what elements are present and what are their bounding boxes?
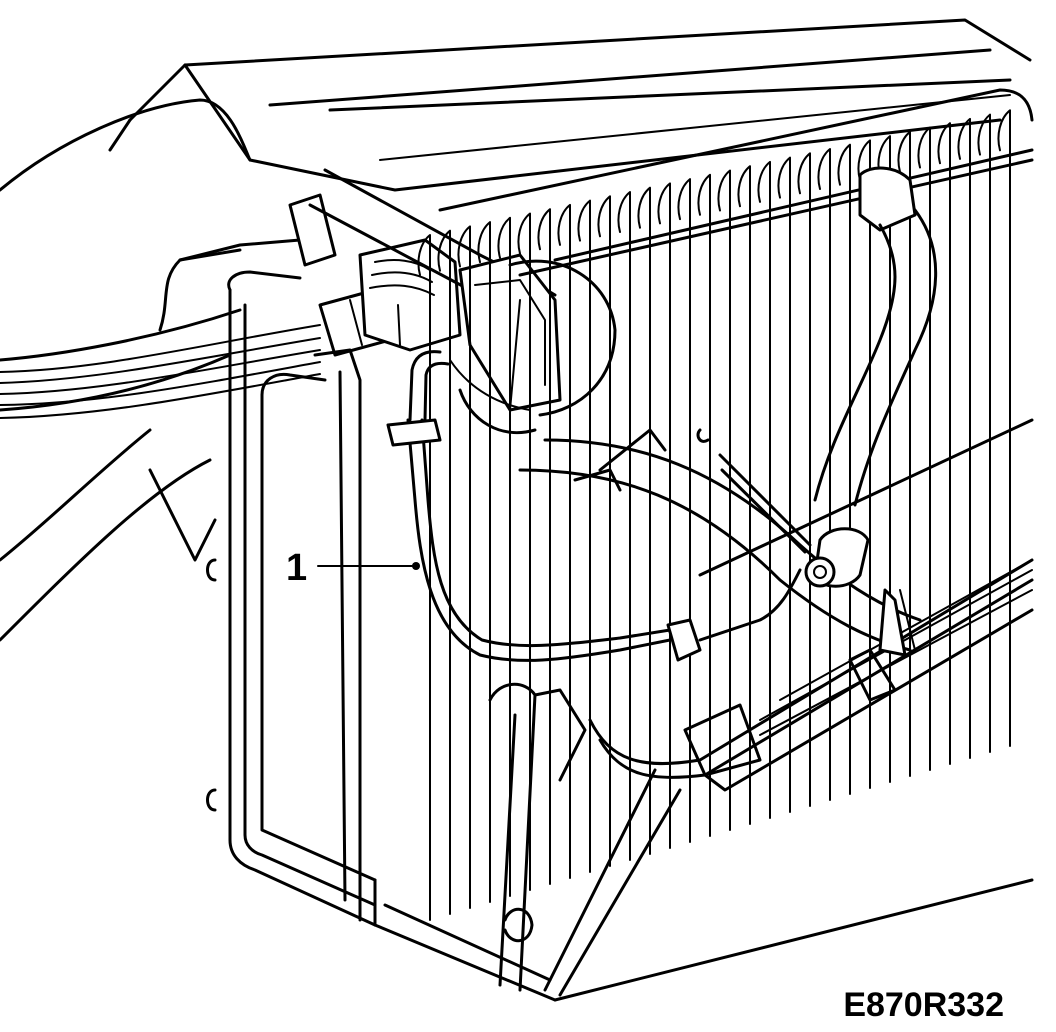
core-fin <box>597 195 611 867</box>
sensor-fitting <box>573 418 1034 588</box>
housing-frame <box>206 270 377 927</box>
core-fin <box>477 221 491 903</box>
core-fin <box>937 122 951 765</box>
core-fin <box>697 173 711 837</box>
core-fin <box>677 178 691 843</box>
core-fin <box>437 229 451 915</box>
core-fin <box>497 216 511 897</box>
round-duct <box>449 259 617 435</box>
core-fin <box>617 191 631 861</box>
core-fin <box>977 113 991 753</box>
refrigerant-pipe <box>518 166 938 657</box>
core-fin <box>637 186 651 855</box>
core-fin <box>737 165 751 825</box>
core-fin <box>657 182 671 849</box>
core-fin <box>897 130 911 777</box>
evaporator-core <box>373 88 1034 1002</box>
core-fin <box>557 203 571 879</box>
core-fin <box>817 148 831 801</box>
core-fin <box>837 143 851 795</box>
core-fin <box>997 109 1011 747</box>
core-fin <box>777 156 791 813</box>
core-fin <box>797 152 811 807</box>
callout-label: 1 <box>286 547 307 589</box>
core-fin <box>917 126 931 771</box>
core-fin <box>957 117 971 759</box>
core-fin <box>417 234 431 921</box>
air-duct <box>0 98 302 642</box>
core-fin <box>537 208 551 885</box>
core-fin <box>757 160 771 819</box>
capillary-tube <box>386 350 802 662</box>
upper-housing <box>108 18 1032 192</box>
core-fin <box>577 199 591 873</box>
core-fin <box>717 169 731 831</box>
core-fin <box>517 212 531 891</box>
core-fin <box>457 225 471 909</box>
figure-code: E870R332 <box>843 986 1004 1024</box>
callout-1: 1 <box>286 547 420 589</box>
